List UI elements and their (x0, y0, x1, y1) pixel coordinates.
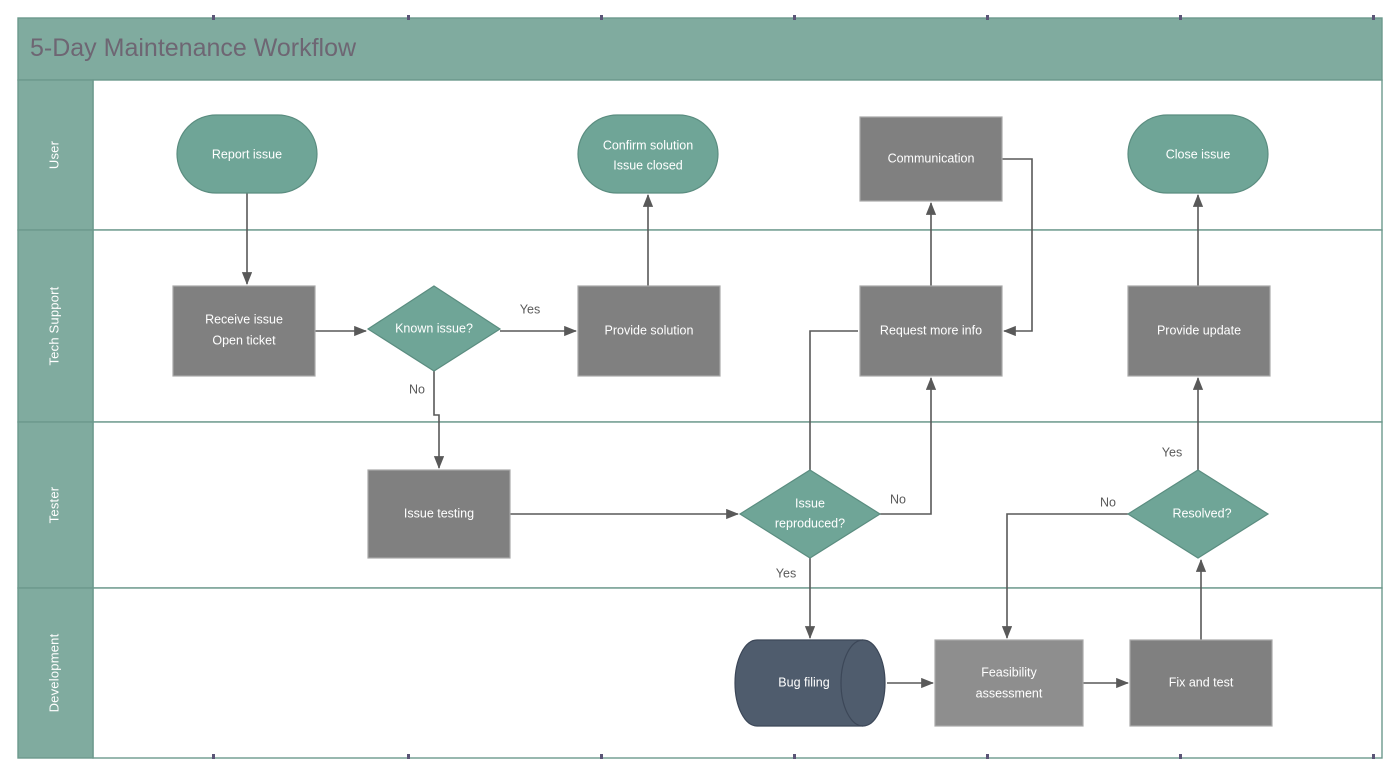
database-top-ellipse (840, 639, 864, 727)
node-provide-solution[interactable]: Provide solution (577, 285, 721, 377)
edge-label-no-reproduced: No (890, 492, 906, 506)
node-provide-update[interactable]: Provide update (1127, 285, 1271, 377)
connector-resolved-no-to-feasibility[interactable] (1001, 513, 1128, 639)
process-shape[interactable] (172, 285, 316, 377)
node-communication[interactable]: Communication (859, 116, 1003, 202)
node-bug-filing[interactable]: Bug filing (734, 639, 886, 727)
node-label: Provide update (1157, 323, 1241, 337)
decision-shape[interactable] (1126, 469, 1270, 559)
node-label: Close issue (1166, 147, 1231, 161)
node-label: Known issue? (395, 321, 473, 335)
edge-label-yes-reproduced: Yes (776, 566, 796, 580)
node-label: Issue testing (404, 506, 474, 520)
process-shape[interactable] (859, 116, 1003, 202)
page-title: 5-Day Maintenance Workflow (30, 34, 357, 62)
process-shape[interactable] (367, 469, 511, 559)
selection-handle[interactable] (793, 15, 796, 20)
selection-handle[interactable] (212, 754, 215, 759)
lane-header-tech-support[interactable] (17, 229, 94, 423)
selection-handle[interactable] (793, 754, 796, 759)
edge-label-no-known: No (409, 382, 425, 396)
node-layer[interactable]: Report issue Confirm solution Issue clos… (172, 114, 1273, 727)
node-label-line2: Open ticket (212, 333, 276, 347)
lane-label-user: User (46, 140, 61, 169)
edge-label-layer: Yes No No Yes Yes No (409, 302, 1182, 580)
node-label-line1: Issue (795, 496, 825, 510)
connector-request-left-stub[interactable] (809, 330, 858, 470)
selection-handle[interactable] (600, 15, 603, 20)
node-label: Resolved? (1172, 506, 1231, 520)
decision-shape[interactable] (366, 285, 502, 372)
connector-communication-to-request[interactable] (1002, 158, 1033, 337)
lane-label-development: Development (46, 633, 61, 712)
selection-handle[interactable] (407, 15, 410, 20)
selection-handles[interactable] (212, 15, 1375, 759)
process-shape[interactable] (577, 285, 721, 377)
connector-known-to-issue-testing[interactable] (433, 371, 445, 469)
terminator-shape[interactable] (1127, 114, 1269, 194)
process-shape[interactable] (934, 639, 1084, 727)
node-label-line1: Confirm solution (603, 138, 693, 152)
edge-label-yes-known: Yes (520, 302, 540, 316)
node-feasibility-assessment[interactable]: Feasibility assessment (934, 639, 1084, 727)
title-bar[interactable] (17, 17, 1383, 81)
process-shape[interactable] (1129, 639, 1273, 727)
node-label: Communication (888, 151, 975, 165)
terminator-shape[interactable] (176, 114, 318, 194)
selection-handle[interactable] (1372, 15, 1375, 20)
node-request-more-info[interactable]: Request more info (859, 285, 1003, 377)
edge-label-yes-resolved: Yes (1162, 445, 1182, 459)
node-known-issue[interactable]: Known issue? (366, 285, 502, 372)
decision-shape[interactable] (738, 469, 882, 559)
selection-handle[interactable] (986, 15, 989, 20)
edge-label-no-resolved: No (1100, 495, 1116, 509)
node-label-line2: reproduced? (775, 516, 845, 530)
node-label-line1: Receive issue (205, 312, 283, 326)
selection-handle[interactable] (1179, 754, 1182, 759)
connector-layer[interactable] (241, 158, 1207, 689)
node-report-issue[interactable]: Report issue (176, 114, 318, 194)
node-label: Report issue (212, 147, 282, 161)
node-label: Provide solution (605, 323, 694, 337)
selection-handle[interactable] (407, 754, 410, 759)
node-issue-reproduced[interactable]: Issue reproduced? (738, 469, 882, 559)
node-close-issue[interactable]: Close issue (1127, 114, 1269, 194)
node-label: Bug filing (778, 675, 829, 689)
node-label: Request more info (880, 323, 982, 337)
connector-reproduced-no-to-request[interactable] (880, 377, 937, 515)
lane-header-development[interactable] (17, 587, 94, 759)
process-shape[interactable] (859, 285, 1003, 377)
node-fix-and-test[interactable]: Fix and test (1129, 639, 1273, 727)
node-label: Fix and test (1169, 675, 1234, 689)
node-confirm-solution[interactable]: Confirm solution Issue closed (577, 114, 719, 194)
node-label-line2: Issue closed (613, 158, 683, 172)
lane-label-tester: Tester (46, 486, 61, 523)
selection-handle[interactable] (1179, 15, 1182, 20)
node-issue-testing[interactable]: Issue testing (367, 469, 511, 559)
selection-handle[interactable] (986, 754, 989, 759)
node-label-line1: Feasibility (981, 665, 1037, 679)
selection-handle[interactable] (212, 15, 215, 20)
node-resolved[interactable]: Resolved? (1126, 469, 1270, 559)
terminator-shape[interactable] (577, 114, 719, 194)
lane-label-tech-support: Tech Support (46, 286, 61, 365)
process-shape[interactable] (1127, 285, 1271, 377)
selection-handle[interactable] (1372, 754, 1375, 759)
node-receive-issue[interactable]: Receive issue Open ticket (172, 285, 316, 377)
selection-handle[interactable] (600, 754, 603, 759)
node-label-line2: assessment (976, 686, 1043, 700)
